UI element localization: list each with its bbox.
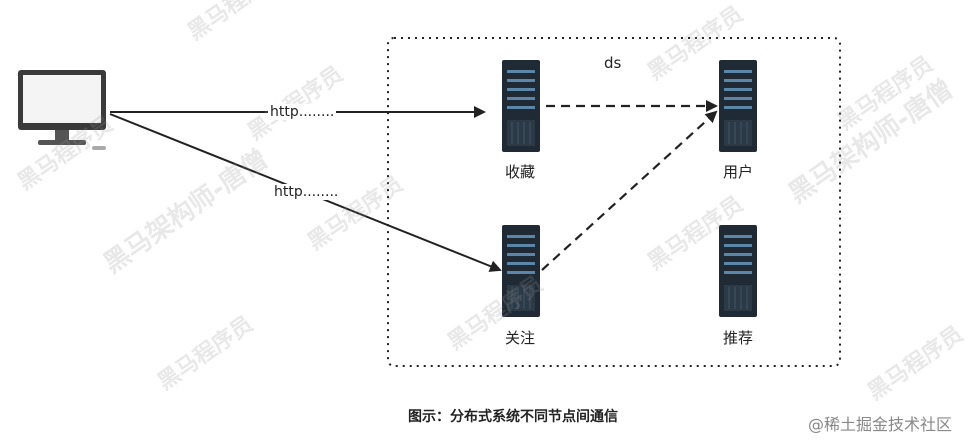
- server-recommend-icon: [719, 225, 757, 317]
- credit-watermark: @稀土掘金技术社区: [808, 415, 953, 434]
- node-label-users: 用户: [723, 163, 754, 181]
- follow-to-users-arrow: [541, 110, 718, 271]
- node-label-recommend: 推荐: [723, 329, 754, 347]
- edge-label-http-top: http........: [268, 104, 337, 120]
- node-label-favorites: 收藏: [505, 163, 536, 181]
- computer-icon: [18, 70, 106, 150]
- server-users-icon: [719, 60, 757, 152]
- zone-label: ds: [604, 54, 622, 72]
- diagram-caption: 图示：分布式系统不同节点间通信: [408, 409, 618, 425]
- server-follow-icon: [502, 225, 540, 317]
- node-label-follow: 关注: [505, 329, 536, 347]
- server-favorites-icon: [502, 60, 540, 152]
- distributed-system-boundary: [387, 37, 841, 367]
- edge-label-http-bottom: http........: [272, 184, 341, 200]
